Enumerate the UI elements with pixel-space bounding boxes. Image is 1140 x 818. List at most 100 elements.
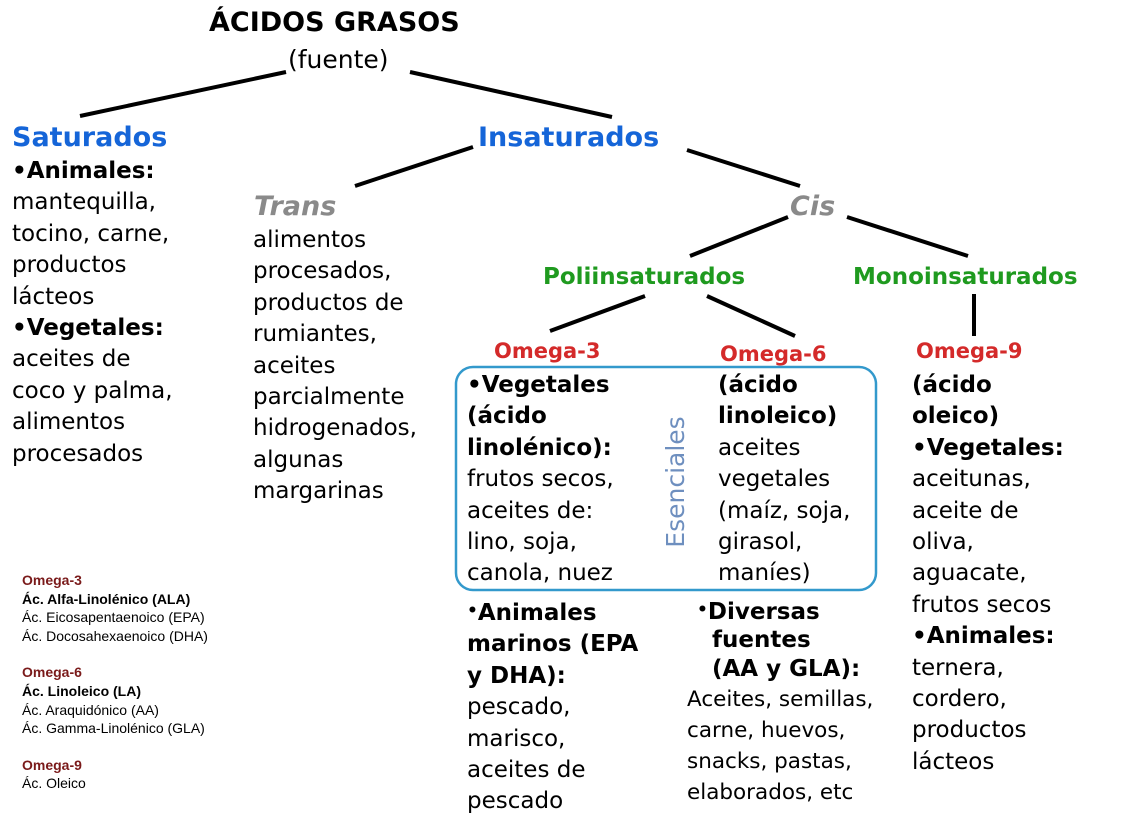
saturados-line: alimentos [12, 409, 126, 436]
trans-list: alimentos procesados, productos de rumia… [253, 225, 417, 508]
omega9-line: ternera, [912, 654, 1004, 681]
saturados-line: lácteos [12, 283, 95, 310]
monoinsaturados-heading: Monoinsaturados [853, 264, 1078, 290]
omega9-line: •Animales: [912, 623, 1055, 650]
omega6-diversas-line: (AA y GLA): [712, 656, 861, 682]
saturados-line: coco y palma, [12, 377, 173, 404]
esenciales-label: Esenciales [661, 416, 690, 548]
omega9-line: frutos secos [912, 591, 1052, 618]
diagram-subtitle: (fuente) [288, 45, 389, 74]
omega6-diversas-line: snacks, pastas, [687, 749, 852, 774]
saturados-line: mantequilla, [12, 189, 156, 216]
line-title-insaturados [409, 70, 613, 119]
legend-item: Ác. Gamma-Linolénico (GLA) [22, 720, 205, 737]
omega9-line: aceitunas, [912, 466, 1031, 493]
omega3-vegetales-line: linolénico): [467, 434, 612, 461]
omega6-box-line: (maíz, soja, [718, 497, 851, 524]
omega6-box-list: (ácido linoleico) aceites vegetales (maí… [718, 370, 850, 590]
omega6-box-line: linoleico) [718, 403, 838, 430]
omega6-heading: Omega-6 [720, 342, 827, 366]
line-poli-omega3 [549, 294, 646, 333]
legend-heading: Omega-6 [22, 664, 82, 681]
line-poli-omega6 [706, 294, 796, 338]
saturados-line: procesados [12, 440, 144, 467]
omega9-list: (ácido oleico) •Vegetales: aceitunas, ac… [912, 370, 1064, 778]
trans-line: procesados, [253, 258, 392, 285]
trans-line: productos de [253, 289, 404, 316]
omega3-animales-title: Animales [477, 600, 597, 626]
line-insaturados-trans [354, 145, 474, 188]
omega3-animales-line: aceites de [467, 757, 586, 784]
omega3-animales-line: y DHA): [467, 662, 566, 689]
trans-line: parcialmente [253, 384, 405, 411]
omega9-line: oliva, [912, 529, 974, 556]
omega3-animales-line: pescado, [467, 694, 571, 721]
trans-line: algunas [253, 446, 344, 473]
line-insaturados-cis [686, 148, 801, 188]
trans-line: rumiantes, [253, 321, 377, 348]
omega6-diversas: •Diversas fuentes (AA y GLA): Aceites, s… [687, 596, 873, 808]
omega3-vegetales-line: •Vegetales [467, 372, 610, 398]
saturados-list: •Animales: mantequilla, tocino, carne, p… [12, 156, 173, 470]
legend-item: Ác. Alfa-Linolénico (ALA) [22, 590, 191, 607]
omega3-animales-line: marisco, [467, 725, 566, 752]
omega3-animales-line: marinos (EPA [467, 631, 639, 658]
legend-heading: Omega-9 [22, 756, 82, 773]
omega6-diversas-line: elaborados, etc [687, 780, 854, 805]
legend-heading: Omega-3 [22, 572, 82, 588]
omega9-line: cordero, [912, 686, 1007, 713]
line-cis-mono [846, 215, 969, 258]
omega9-line: aceite de [912, 497, 1019, 524]
trans-line: alimentos [253, 227, 367, 253]
poliinsaturados-heading: Poliinsaturados [543, 264, 746, 290]
omega3-animales: •Animales marinos (EPA y DHA): pescado, … [467, 596, 638, 818]
saturados-line: productos [12, 252, 127, 279]
omega3-vegetales-line: lino, soja, [467, 529, 577, 556]
omega3-animales-heading: •Animales [467, 596, 638, 629]
omega6-diversas-heading: •Diversas [697, 596, 873, 626]
diagram-title: ÁCIDOS GRASOS [209, 7, 460, 38]
omega9-line: (ácido [912, 372, 992, 398]
legend: Omega-3 Ác. Alfa-Linolénico (ALA) Ác. Ei… [22, 571, 208, 793]
omega9-line: aguacate, [912, 560, 1027, 587]
omega6-box-line: girasol, [718, 529, 803, 556]
omega3-heading: Omega-3 [494, 339, 601, 363]
legend-item: Ác. Eicosapentaenoico (EPA) [22, 609, 205, 626]
bullet: • [697, 600, 708, 620]
cis-heading: Cis [790, 191, 836, 222]
omega6-diversas-line: fuentes [712, 627, 811, 653]
omega9-line: •Vegetales: [912, 434, 1064, 461]
bullet: • [467, 601, 478, 621]
legend-group-omega9: Omega-9 Ác. Oleico [22, 756, 208, 793]
saturados-line: aceites de [12, 346, 131, 373]
saturados-heading: Saturados [12, 122, 168, 153]
omega9-line: lácteos [912, 748, 995, 775]
legend-item: Ác. Araquidónico (AA) [22, 701, 159, 718]
omega6-diversas-title: Diversas [707, 599, 820, 625]
omega6-box-line: aceites [718, 434, 801, 461]
omega9-line: productos [912, 717, 1027, 744]
omega9-line: oleico) [912, 403, 1000, 430]
esenciales-box [454, 365, 878, 592]
omega6-diversas-line: carne, huevos, [687, 718, 846, 743]
legend-item: Ác. Linoleico (LA) [22, 682, 141, 699]
trans-heading: Trans [254, 191, 337, 222]
omega3-vegetales-line: aceites de: [467, 497, 594, 524]
legend-group-omega3: Omega-3 Ác. Alfa-Linolénico (ALA) Ác. Ei… [22, 571, 208, 645]
omega3-vegetales-line: (ácido [467, 403, 547, 430]
insaturados-heading: Insaturados [478, 122, 660, 153]
omega3-vegetales: •Vegetales (ácido linolénico): frutos se… [467, 370, 614, 590]
omega3-animales-line: pescado [467, 788, 564, 815]
omega9-heading: Omega-9 [916, 339, 1023, 363]
trans-line: aceites [253, 352, 336, 379]
omega6-box-line: (ácido [718, 372, 798, 398]
omega3-vegetales-line: frutos secos, [467, 466, 614, 493]
legend-item: Ác. Docosahexaenoico (DHA) [22, 627, 208, 644]
saturados-line: tocino, carne, [12, 220, 170, 247]
omega3-vegetales-line: canola, nuez [467, 560, 613, 587]
omega6-diversas-line: Aceites, semillas, [687, 687, 874, 712]
legend-group-omega6: Omega-6 Ác. Linoleico (LA) Ác. Araquidón… [22, 663, 208, 737]
omega6-box-line: vegetales [718, 466, 831, 493]
trans-line: margarinas [253, 478, 384, 505]
